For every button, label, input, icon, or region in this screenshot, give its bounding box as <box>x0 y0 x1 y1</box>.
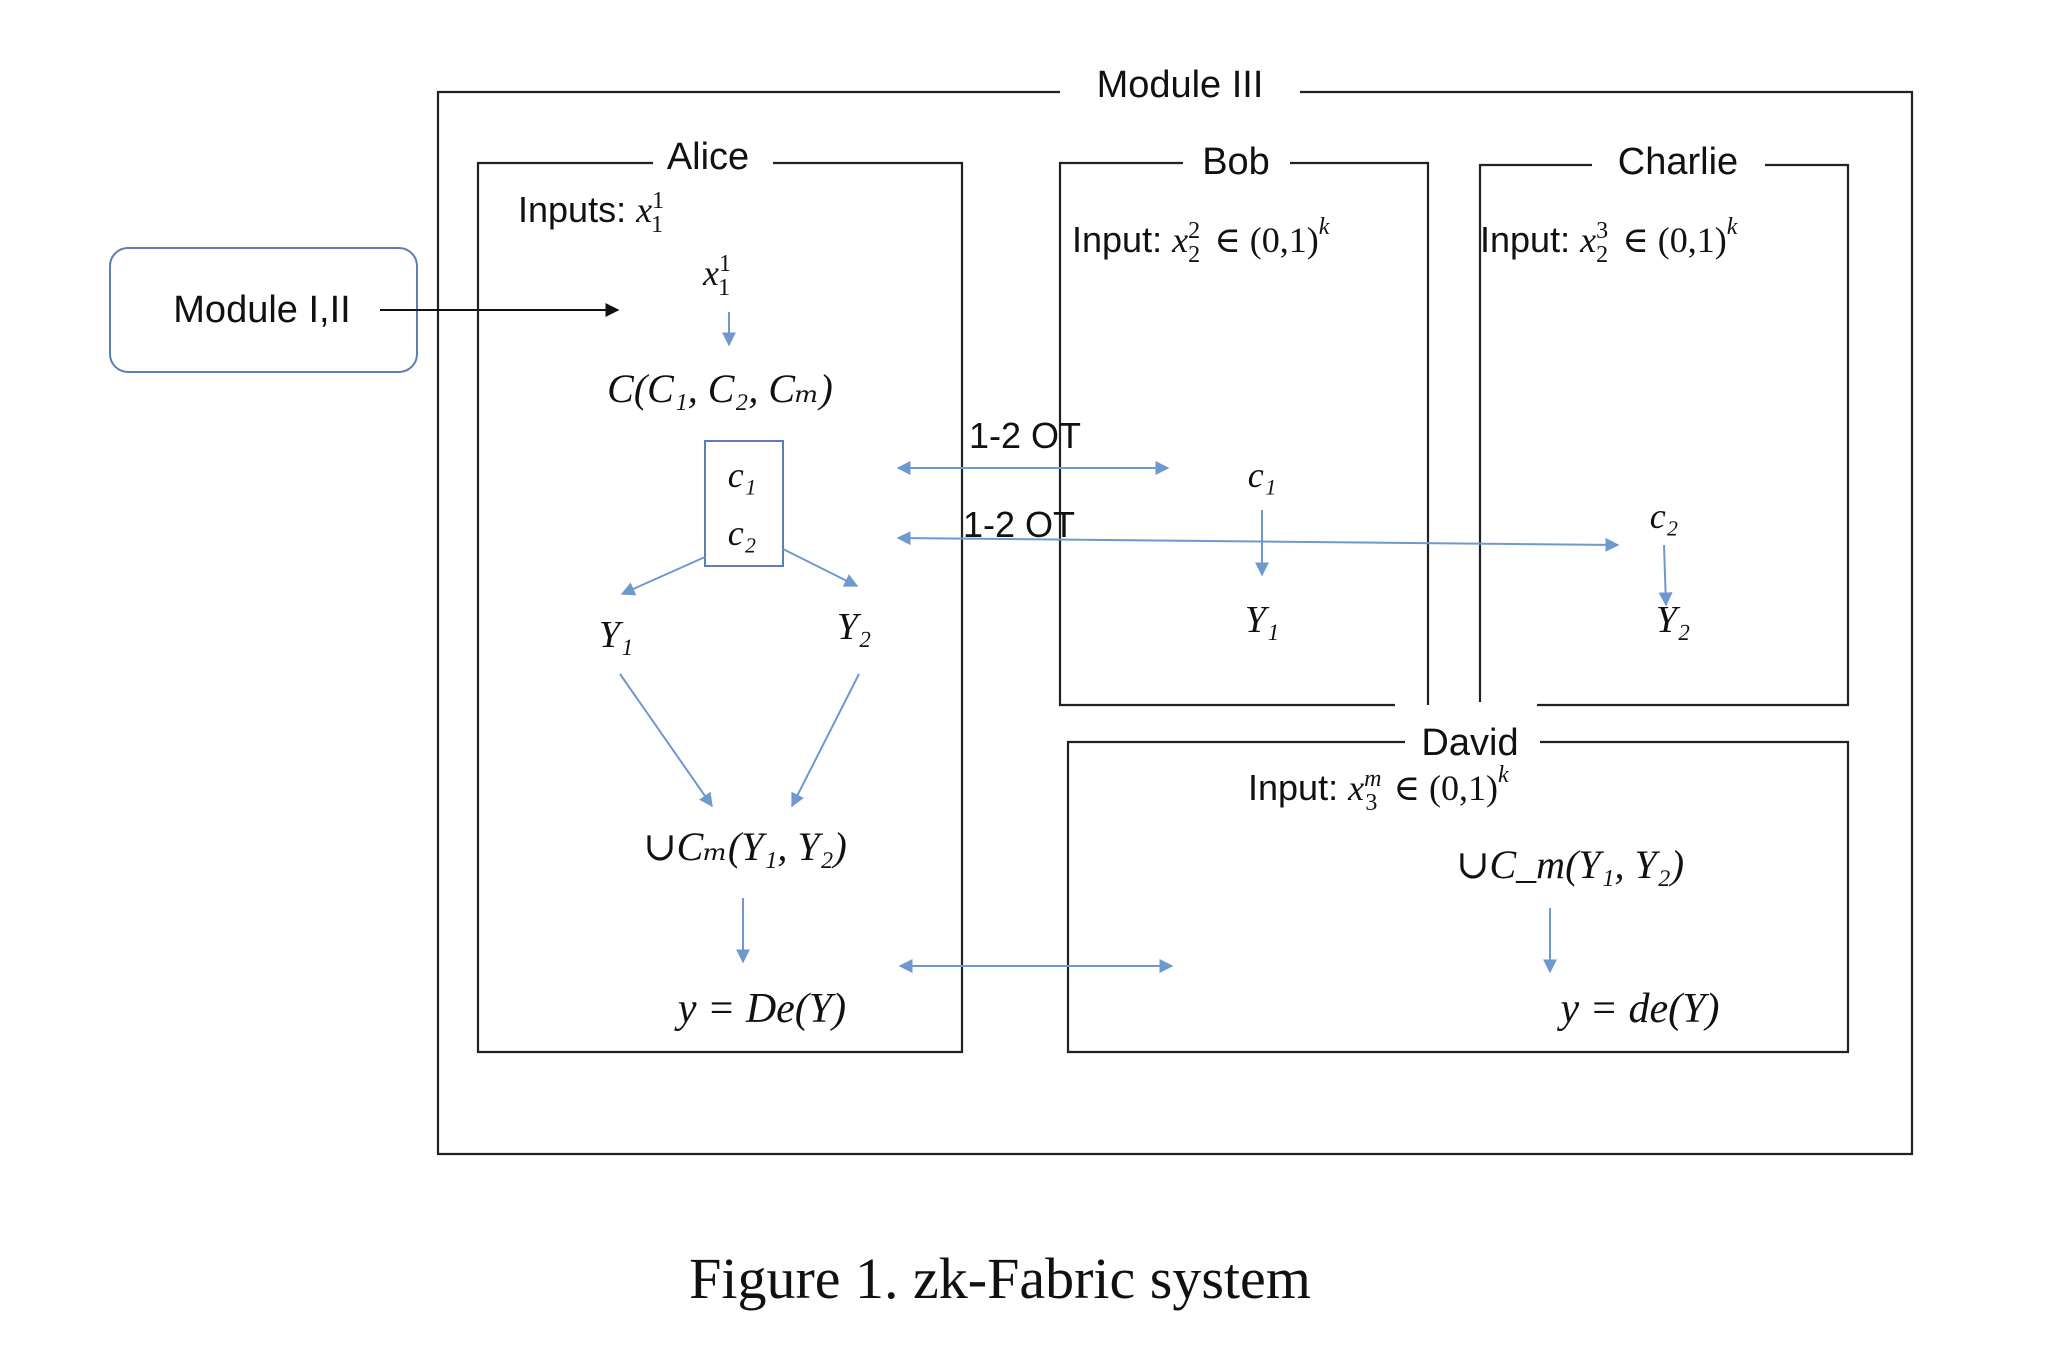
ot-exchanges: 1-2 OT 1-2 OT <box>896 415 1620 973</box>
bob-c1: c₁ <box>1248 455 1277 495</box>
ot-alice-charlie-arrow <box>896 531 1620 552</box>
charlie-y2: Y₂ <box>1656 599 1690 641</box>
alice-c2: c₂ <box>728 513 757 553</box>
david-uc: ∪C_m(Y₁, Y₂) <box>1456 842 1684 887</box>
alice-title: Alice <box>667 136 749 178</box>
alice-labels-box <box>704 440 784 567</box>
alice-y2: Y₂ <box>837 606 871 648</box>
module3-frame: Module III <box>436 64 1914 1156</box>
figure-caption: Figure 1. zk-Fabric system <box>689 1246 1311 1311</box>
alice-box-to-y2-arrow <box>782 548 859 587</box>
alice-box-to-y1-arrow <box>620 556 706 596</box>
alice-circuit: C(C₁, C₂, Cₘ) <box>607 366 833 411</box>
david-title: David <box>1421 722 1518 764</box>
alice-c1: c₁ <box>728 455 757 495</box>
alice-result: y = De(Y) <box>674 986 846 1032</box>
alice-y1: Y₁ <box>599 614 633 656</box>
charlie-c2-to-y2-arrow <box>1658 544 1673 607</box>
david-result: y = de(Y) <box>1557 986 1720 1032</box>
alice-y1-to-uc-arrow <box>619 673 713 808</box>
ot-label-2: 1-2 OT <box>963 504 1075 545</box>
bob-y1: Y₁ <box>1245 599 1279 641</box>
module12-label: Module I,II <box>173 289 350 331</box>
alice-y2-to-uc-arrow <box>791 673 860 808</box>
charlie-title: Charlie <box>1618 141 1738 183</box>
ot-label-1: 1-2 OT <box>969 415 1081 456</box>
alice-uc: ∪Cₘ(Y₁, Y₂) <box>643 824 847 869</box>
module3-title: Module III <box>1097 64 1264 106</box>
bob-title: Bob <box>1202 141 1270 183</box>
charlie-c2: c₂ <box>1650 496 1679 536</box>
module12-box: Module I,II <box>109 247 418 373</box>
